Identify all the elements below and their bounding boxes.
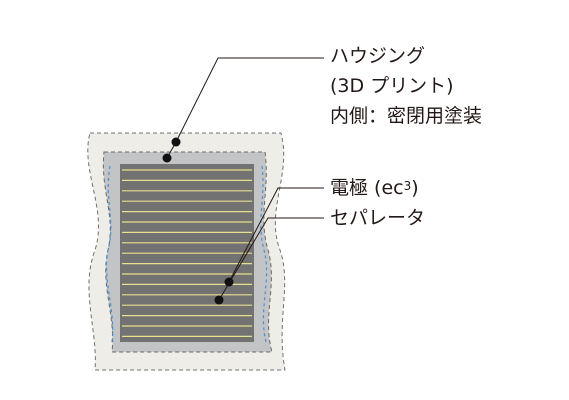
housing-label-line2: (3D プリント) [330,75,454,97]
housing-label-line1: ハウジング [330,45,426,67]
housing-label: ハウジング (3D プリント) 内側：密閉用塗装 [330,44,482,128]
electrode-stack [120,164,254,342]
separator-edge-left [105,165,114,343]
housing-label-line3: 内側：密閉用塗装 [330,105,483,127]
electrode-label: 電極 (ec3) [330,176,419,200]
electrode-leader-dot [224,277,234,287]
separator-edge-right [260,165,268,343]
coating-leader-dot [162,153,172,163]
electrode-label-text: 電極 (ec [330,177,404,199]
electrode-label-close: ) [411,177,419,199]
housing-leader-dot [171,137,181,147]
electrode-label-superscript: 3 [403,179,412,193]
separator-label: セパレータ [330,207,426,229]
separator-leader-dot [214,295,224,305]
housing-leader-line [166,57,324,159]
separator-leader-line [218,217,324,301]
electrode-leader-line [228,187,324,283]
